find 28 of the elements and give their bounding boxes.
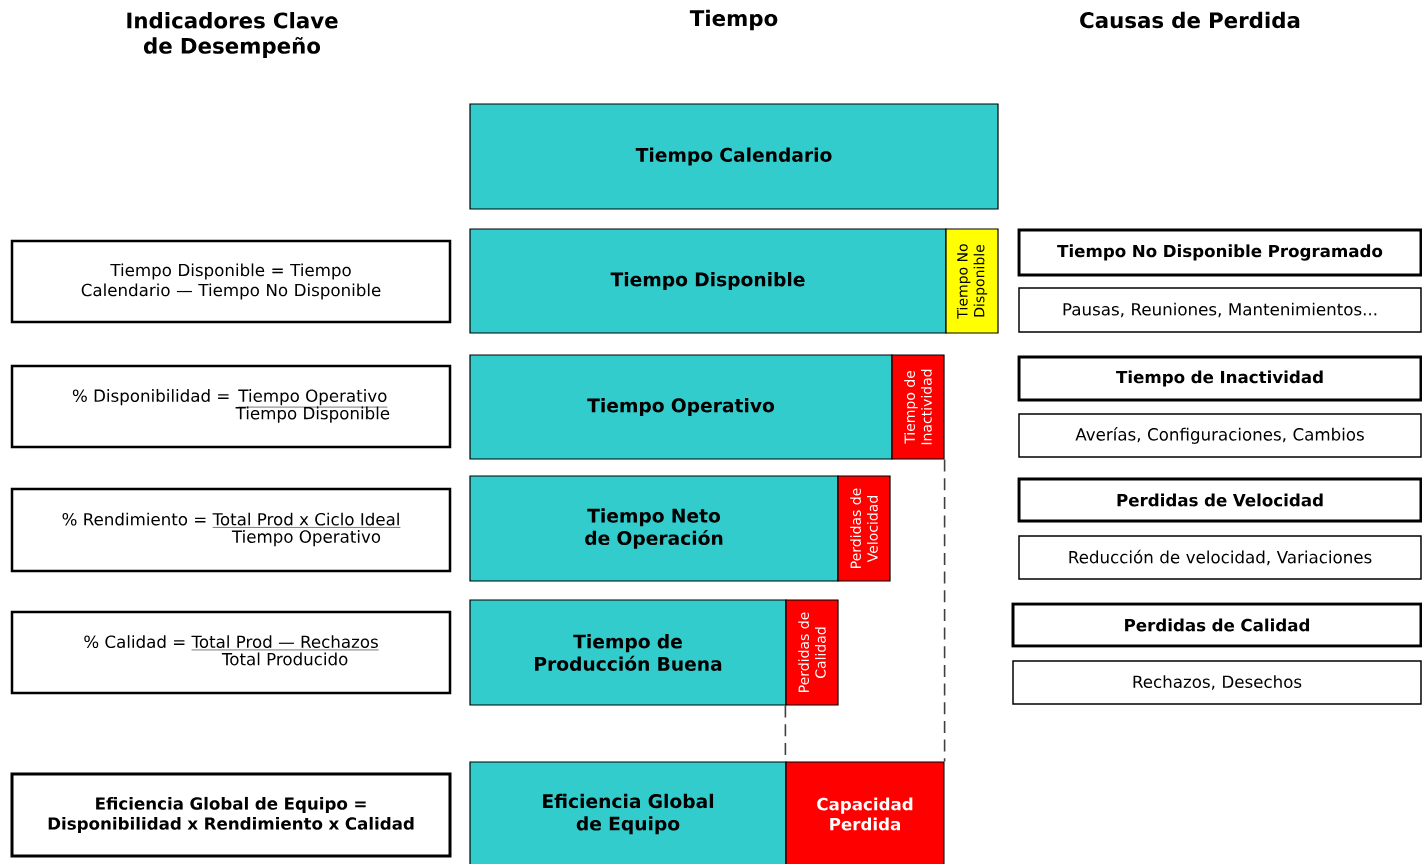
time-bar: Tiempo Disponible xyxy=(469,228,947,334)
cause-heading-box: Tiempo No Disponible Programado xyxy=(1017,228,1422,277)
cause-heading-box: Perdidas de Calidad xyxy=(1011,602,1422,648)
time-bar: Tiempo Calendario xyxy=(469,103,999,210)
cause-detail-box: Rechazos, Desechos xyxy=(1012,660,1422,705)
kpi-formula-box: % Rendimiento = Total Prod x Ciclo Ideal Tiempo Operativo xyxy=(10,487,452,573)
kpi-formula-box: Tiempo Disponible = Tiempo Calendario — Tiempo No Disponible xyxy=(10,239,452,324)
loss-bar: Tiempo de Inactividad xyxy=(891,354,945,460)
kpi-formula-box: Eficiencia Global de Equipo = Disponibilidad x Rendimiento x Calidad xyxy=(10,772,452,858)
time-bar: Eficiencia Global de Equipo xyxy=(469,761,787,864)
time-bar: Tiempo Operativo xyxy=(469,354,893,460)
cause-detail-box: Reducción de velocidad, Variaciones xyxy=(1018,535,1422,580)
time-bar: Tiempo de Producción Buena xyxy=(469,599,787,706)
column-heading: Indicadores Clave de Desempeño xyxy=(127,12,338,58)
kpi-formula-box: % Disponibilidad = Tiempo Operativo Tiempo Disponible xyxy=(10,364,452,449)
cause-heading-box: Perdidas de Velocidad xyxy=(1017,477,1422,523)
loss-bar: Capacidad Perdida xyxy=(785,761,945,864)
cause-heading-box: Tiempo de Inactividad xyxy=(1017,355,1422,402)
loss-bar: Perdidas de Velocidad xyxy=(837,475,891,582)
kpi-formula-box: % Calidad = Total Prod — Rechazos Total Producido xyxy=(10,610,452,695)
time-bar: Tiempo Neto de Operación xyxy=(469,475,839,582)
cause-detail-box: Averías, Configuraciones, Cambios xyxy=(1018,413,1422,458)
column-heading: Tiempo xyxy=(689,9,778,31)
loss-bar: Tiempo No Disponible xyxy=(945,228,999,334)
dashed-line xyxy=(943,458,946,763)
cause-detail-box: Pausas, Reuniones, Mantenimientos... xyxy=(1018,287,1422,333)
column-heading: Causas de Perdida xyxy=(1080,11,1300,29)
loss-bar: Perdidas de Calidad xyxy=(785,599,839,706)
